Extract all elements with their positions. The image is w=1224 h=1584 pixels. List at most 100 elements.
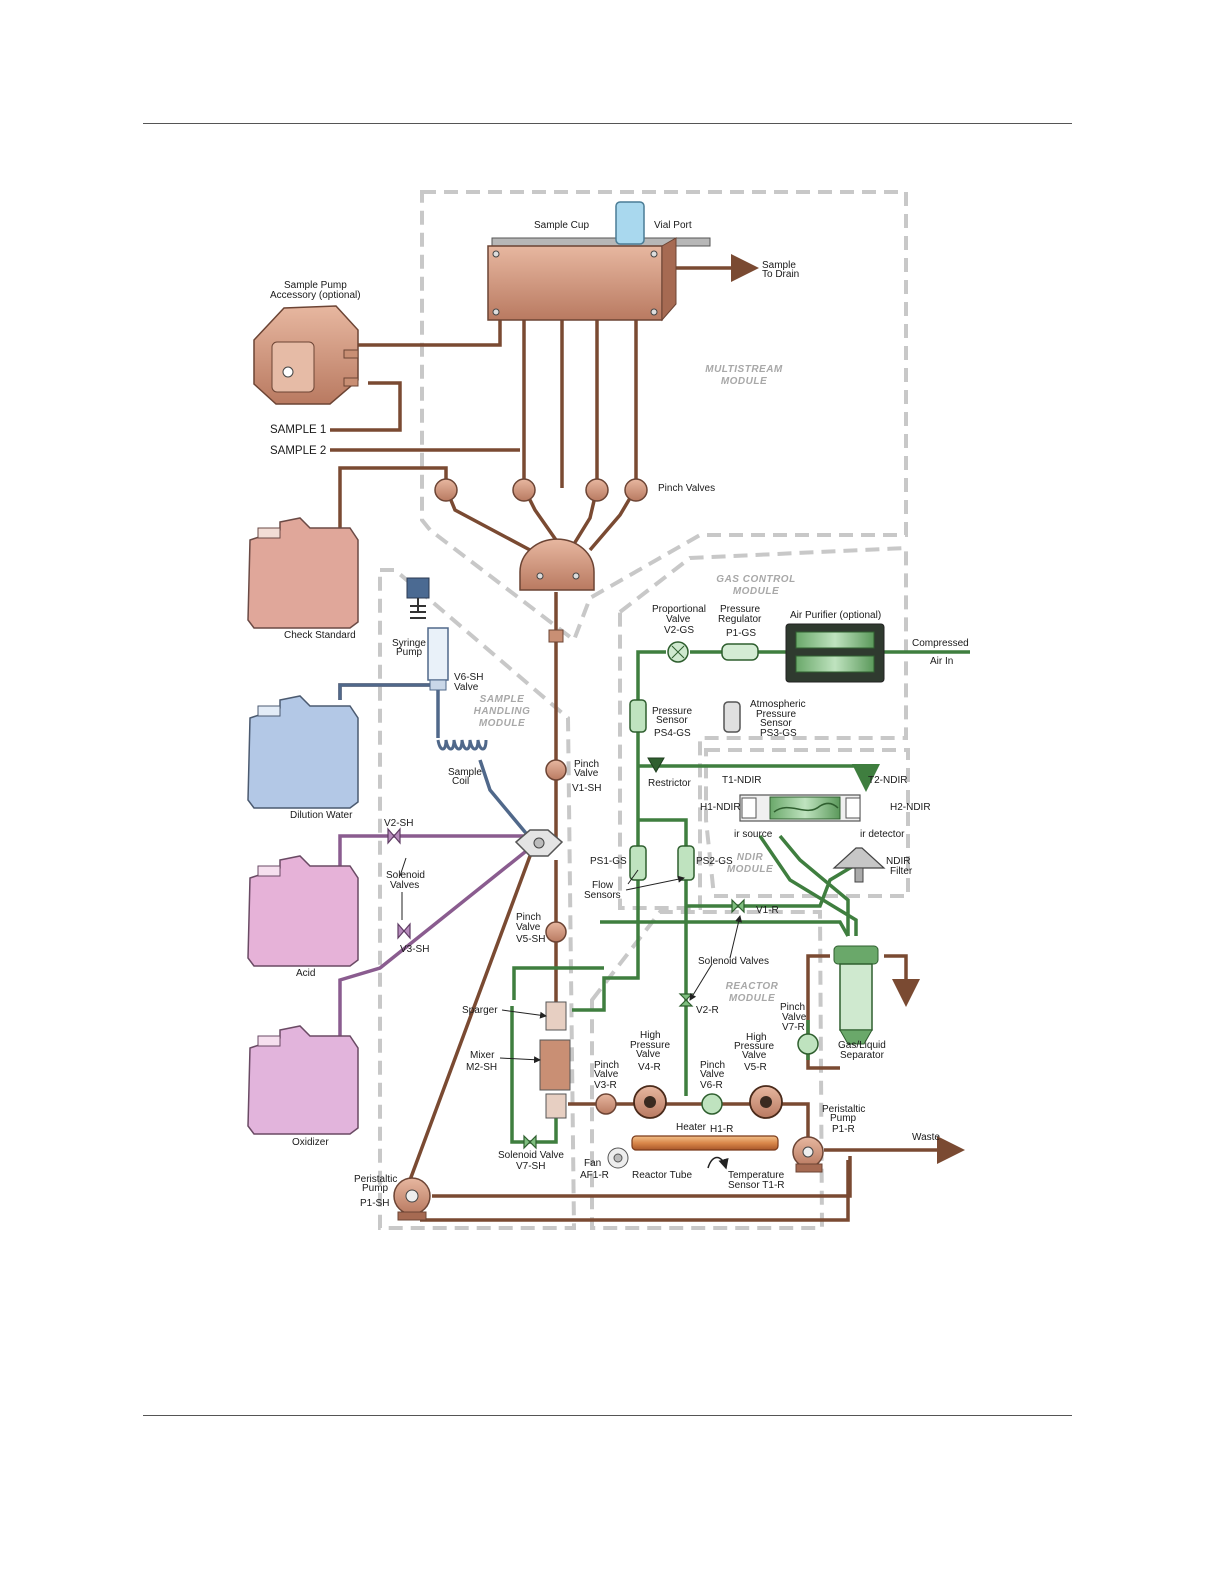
oxidizer-line [338,846,532,1040]
sample-coil [436,739,488,751]
sample-pump-accessory [253,305,359,405]
stream-manifold [519,538,595,643]
proportional-valve-v2-gs [667,641,689,663]
sample-pump-to-cup-line [356,302,502,347]
label-v3-sh: V3-SH [400,944,429,955]
label-ps2-gs: PS2-GS [696,856,733,867]
atmospheric-pressure-sensor-ps3-gs [723,701,741,733]
pinch-valve-v1-sh [545,759,567,781]
label-pinch-valve-v1-sh-2: Valve [574,768,599,779]
label-solenoid-valve-v7-sh-2: V7-SH [516,1161,545,1172]
label-vial-port: Vial Port [654,220,692,231]
label-atmospheric-sensor-2: Pressure [756,709,796,720]
pinch-valve-v5-sh [545,921,567,943]
check-standard-bottle [247,517,359,629]
label-sample-to-drain: Sample [762,260,796,271]
peristaltic-pump-p1-sh [393,1177,431,1221]
label-v6-sh-2: Valve [454,682,479,693]
module-label-sample-handling-2: HANDLING [474,706,531,717]
label-ndir-filter-2: Filter [890,866,913,877]
label-hp-valve-v4-2: Pressure [630,1040,670,1051]
label-sample-pump-accessory-2: Accessory (optional) [270,290,361,301]
leader-lines [399,857,743,1064]
solenoid-valve-v1-r [731,898,745,914]
label-ndir-filter: NDIR [886,856,910,867]
sample-1-line [330,381,402,432]
label-restrictor: Restrictor [648,778,691,789]
label-pinch-valve-v6-r-2: Valve [700,1069,725,1080]
label-hp-valve-v5-4: V5-R [744,1062,767,1073]
module-labels: MULTISTREAM MODULE GAS CONTROL MODULE SA… [474,364,796,1004]
label-peristaltic-pump-p1-sh-3: P1-SH [360,1198,389,1209]
pinch-valve-v3-r [595,1093,617,1115]
label-pinch-valve-v5-sh: Pinch [516,912,541,923]
label-pinch-valve-v5-sh-3: V5-SH [516,934,545,945]
label-sparger: Sparger [462,1005,498,1016]
label-pressure-regulator: Pressure [720,604,760,615]
label-mixer: Mixer [470,1050,495,1061]
pressure-sensor-ps4-gs [629,699,647,733]
label-pinch-valve-v7-r-2: Valve [782,1012,807,1023]
separator-to-pump-line [776,1102,810,1138]
label-sample-2: SAMPLE 2 [270,445,326,457]
label-temperature-sensor-2: Sensor T1-R [728,1180,785,1191]
label-pinch-valve-v3-r-2: Valve [594,1069,619,1080]
module-label-ndir-2: MODULE [727,864,773,875]
gas-control-module-boundary [618,545,908,910]
label-proportional-valve: Proportional [652,604,706,615]
syringe-pump [406,577,449,691]
label-mixer-2: M2-SH [466,1062,497,1073]
label-dilution-water: Dilution Water [290,810,353,821]
label-syringe-pump: Syringe [392,638,426,649]
module-label-reactor: REACTOR [726,981,779,992]
label-flow-sensors: Flow [592,880,614,891]
label-t1-ndir: T1-NDIR [722,775,761,786]
label-t2-ndir: T2-NDIR [868,775,907,786]
label-atmospheric-sensor: Atmospheric [750,699,806,710]
module-label-sample-handling: SAMPLE [480,694,525,705]
flow-sensor-ps2-gs [677,845,695,881]
label-peristaltic-pump-p1-r-3: P1-R [832,1124,855,1135]
label-waste: Waste [912,1132,940,1143]
label-compressed-air-2: Air In [930,656,953,667]
sample-handling-module-boundary [378,568,577,1230]
label-hp-valve-v5: High [746,1032,767,1043]
label-heater: Heater [676,1122,707,1133]
label-sample-pump-accessory: Sample Pump [284,280,347,291]
cup-stream-line-4 [588,320,638,552]
label-sample-cup: Sample Cup [534,220,589,231]
ndir-loop-line [758,835,858,936]
pinch-valve-v7-r [797,1033,819,1055]
cup-stream-line-1 [522,320,558,542]
reagent-pipes [338,834,532,1040]
module-label-ndir: NDIR [737,852,764,863]
coil-to-rotary-line [478,759,532,840]
label-syringe-pump-2: Pump [396,647,423,658]
pinch-valves [434,478,648,502]
solenoid-valve-v2-r [678,993,694,1007]
label-reactor-tube: Reactor Tube [632,1170,692,1181]
label-peristaltic-pump-p1-sh-2: Pump [362,1183,389,1194]
bottom-rule [143,1415,1072,1416]
liquid-pipes [330,254,965,1222]
label-hp-valve-v4: High [640,1030,661,1041]
separator-to-ndir-line [778,834,850,936]
peristaltic-pump-p1-r [792,1136,824,1173]
label-pinch-valve-v6-r-3: V6-R [700,1080,723,1091]
rotary-valve [514,829,564,857]
label-pinch-valve-v7-r: Pinch [780,1002,805,1013]
oxidizer-bottle [247,1025,359,1135]
restrictor-line [638,764,880,792]
ndir-module-boundary [704,748,910,898]
label-pinch-valve-v3-r: Pinch [594,1060,619,1071]
pump-sh-bottom-line [420,1160,850,1222]
label-ir-detector: ir detector [860,829,905,840]
label-peristaltic-pump-p1-r-2: Pump [830,1113,857,1124]
label-pinch-valve-v1-sh: Pinch [574,759,599,770]
acid-bottle [247,855,359,967]
label-fan: Fan [584,1158,601,1169]
label-sample-coil-2: Coil [452,776,469,787]
label-pinch-valve-v1-sh-3: V1-SH [572,783,601,794]
heater-reactor-tube [631,1135,779,1151]
